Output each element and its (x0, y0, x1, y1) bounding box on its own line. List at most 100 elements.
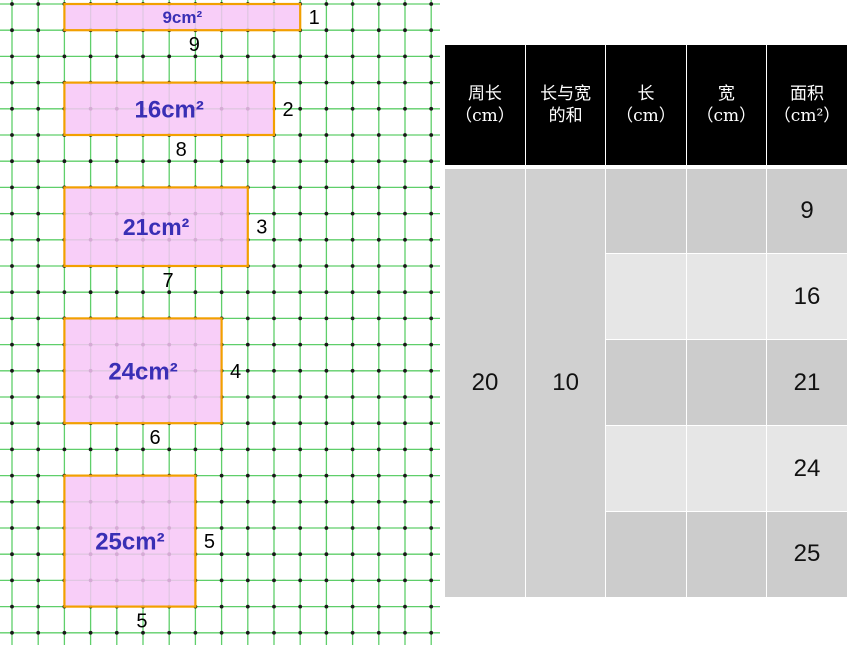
area-label: 25cm² (95, 529, 164, 556)
grid-dot (429, 473, 434, 478)
length-label: 8 (176, 139, 187, 161)
grid-dot (350, 499, 355, 504)
rectangle-shape (63, 317, 223, 425)
grid-dot (298, 211, 303, 216)
area-label: 21cm² (123, 214, 190, 240)
grid-dot (245, 290, 250, 295)
grid-dot (429, 447, 434, 452)
grid-dot (36, 421, 41, 426)
cell-length (605, 253, 687, 341)
grid-dot (245, 316, 250, 321)
cell-length (605, 425, 687, 512)
grid-dot (324, 526, 329, 530)
grid-dot (62, 290, 67, 295)
grid-dot (350, 421, 355, 426)
grid-dot (350, 552, 355, 557)
grid-dot (62, 54, 67, 59)
grid-dot (10, 604, 14, 609)
grid-dot (298, 447, 303, 452)
grid-dot (88, 290, 93, 295)
grid-dot (245, 159, 250, 164)
grid-dot (10, 630, 14, 635)
grid-dot (245, 630, 250, 635)
header-perimeter: 周长 （cm） (445, 45, 526, 165)
grid-dot (141, 630, 145, 635)
length-label: 7 (163, 270, 174, 292)
grid-dot (403, 211, 407, 216)
grid-dot (403, 237, 407, 242)
grid-dot (403, 159, 407, 164)
cell-width (686, 339, 768, 427)
grid-dot (272, 316, 276, 321)
grid-dot (376, 80, 381, 85)
grid-dot (429, 159, 434, 164)
grid-dot (324, 290, 329, 295)
grid-dot (350, 28, 355, 33)
grid-dot (272, 473, 276, 478)
grid-dot (324, 237, 329, 242)
table-row: 25 (445, 511, 847, 599)
grid-dot (376, 133, 381, 137)
grid-dot (36, 368, 41, 373)
length-label: 5 (136, 611, 147, 633)
grid-dot (429, 316, 434, 321)
grid-dot (245, 447, 250, 452)
grid-dot (245, 604, 250, 609)
grid-dot (88, 54, 93, 59)
grid-dot (429, 290, 434, 295)
table-header-row: 周长 （cm） 长与宽 的和 长 （cm） 宽 （cm） 面积 （cm²） (445, 45, 847, 165)
grid-dot (429, 342, 434, 347)
grid-dot (324, 473, 329, 478)
grid-dot (376, 290, 381, 295)
width-label: 4 (230, 361, 241, 383)
grid-dot (403, 473, 407, 478)
grid-dot (298, 368, 303, 373)
grid-dot (272, 368, 276, 373)
grid-dot (324, 2, 329, 6)
grid-dot (272, 54, 276, 59)
grid-dot (62, 159, 67, 164)
grid-dot (376, 421, 381, 426)
cell-width (686, 253, 768, 341)
grid-dot (324, 368, 329, 373)
grid-dot (350, 211, 355, 216)
grid-dot (350, 159, 355, 164)
grid-dot (403, 316, 407, 321)
grid-dot (376, 2, 381, 6)
grid-dot (272, 578, 276, 583)
table-row: 16 (445, 253, 847, 341)
grid-dot (219, 499, 224, 504)
grid-dot (193, 54, 198, 59)
length-label: 6 (149, 427, 160, 449)
grid-dot (324, 342, 329, 347)
grid-dot (403, 368, 407, 373)
grid-dot (376, 28, 381, 33)
grid-dot (10, 185, 14, 190)
grid-dot (429, 2, 434, 6)
grid-dot (36, 290, 41, 295)
grid-dot (10, 80, 14, 85)
grid-dot (10, 578, 14, 583)
grid-dot (324, 421, 329, 426)
grid-dot (350, 237, 355, 242)
grid-dot (350, 395, 355, 399)
grid-dot (350, 342, 355, 347)
grid-dot (429, 185, 434, 190)
grid-dot (429, 499, 434, 504)
grid-dot (376, 185, 381, 190)
grid-dot (376, 54, 381, 59)
grid-dot (272, 395, 276, 399)
grid-dot (36, 604, 41, 609)
grid-dot (167, 159, 172, 164)
grid-dot (298, 342, 303, 347)
grid-dot (10, 237, 14, 242)
grid-dot (350, 447, 355, 452)
grid-dot (36, 80, 41, 85)
grid-dot (219, 159, 224, 164)
grid-dot (376, 473, 381, 478)
grid-dot (376, 499, 381, 504)
width-label: 1 (309, 7, 320, 29)
